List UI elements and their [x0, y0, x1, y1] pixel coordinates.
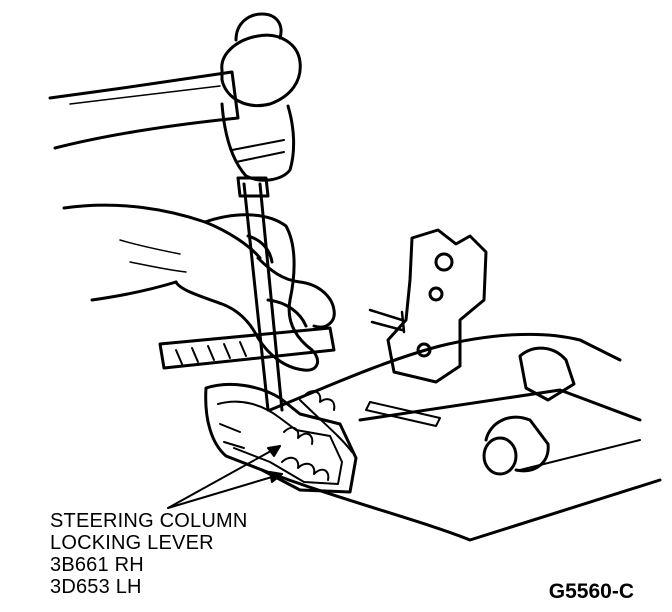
hammer-face-shading — [231, 139, 285, 163]
housing-top — [268, 332, 622, 412]
column-housing — [260, 332, 662, 542]
finger-2 — [266, 298, 308, 328]
callout-line-3: 3B661 RH — [50, 554, 144, 576]
punch — [236, 176, 284, 412]
figure-code: G5560-C — [548, 580, 634, 603]
boss-end — [482, 436, 518, 476]
housing-rib — [299, 399, 641, 471]
callout-label: STEERING COLUMN LOCKING LEVER 3B661 RH 3… — [50, 510, 247, 598]
upper-bracket — [368, 228, 488, 384]
boss-body — [484, 415, 550, 473]
spring-coil-right — [305, 390, 336, 411]
hammer-ball-peen — [234, 12, 283, 42]
right-boss — [482, 346, 576, 476]
leader-upper — [167, 445, 281, 509]
locking-lever — [204, 382, 358, 494]
hammer-handle — [48, 70, 240, 150]
arrow-lower — [269, 471, 283, 483]
hammer-handle-grain — [69, 85, 221, 105]
bracket-hole-2 — [428, 286, 444, 302]
punch-shaft — [242, 182, 284, 412]
housing-edge — [358, 388, 642, 422]
punch-top — [236, 176, 270, 198]
finger-1 — [256, 256, 336, 329]
spring-pin — [368, 308, 406, 334]
bracket-plate — [386, 228, 488, 384]
spring-upper — [283, 426, 314, 445]
housing-slot — [365, 401, 441, 427]
callout-leaders — [167, 445, 283, 509]
lever-inner — [217, 400, 343, 485]
release-lever — [158, 326, 336, 370]
hand-outline — [174, 213, 320, 372]
arrow-upper — [267, 445, 281, 457]
callout-line-1: STEERING COLUMN — [50, 510, 248, 532]
bracket-hole — [434, 252, 454, 272]
hammer-face — [220, 102, 296, 182]
boss-right — [518, 346, 576, 402]
callout-line-4: 3D653 LH — [50, 576, 142, 598]
hand-detail — [119, 239, 187, 273]
hammer — [48, 12, 302, 182]
forearm-lower — [90, 280, 178, 302]
spring-lower — [281, 456, 330, 481]
housing-bottom — [260, 468, 662, 542]
lever-frame — [204, 382, 358, 494]
bracket-hole-3 — [416, 342, 432, 358]
lever-slots — [219, 423, 245, 449]
hammer-head — [220, 33, 302, 107]
callout-line-2: LOCKING LEVER — [50, 532, 214, 554]
hand — [62, 203, 336, 372]
thumb — [246, 234, 274, 264]
leader-lower — [167, 473, 283, 509]
lever-ribs — [175, 341, 247, 365]
lever-bar — [158, 326, 336, 370]
forearm — [62, 203, 262, 260]
